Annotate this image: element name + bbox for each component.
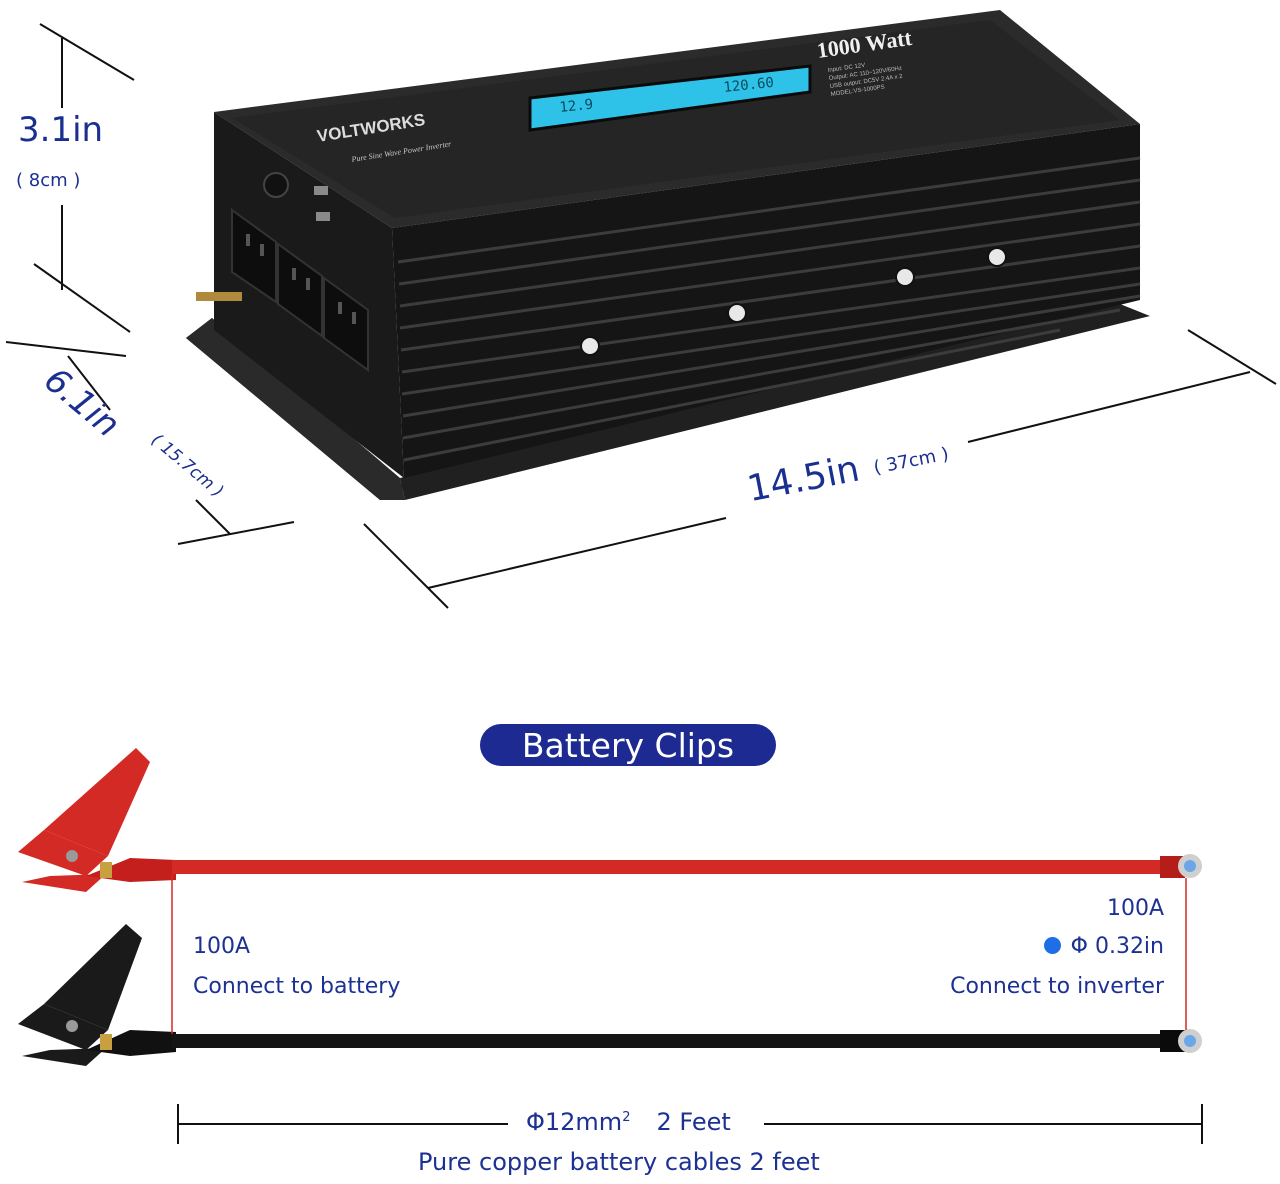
spec-line-1: Input: DC 12V — [827, 63, 865, 74]
power-switch-icon — [263, 172, 289, 198]
screw-icon — [580, 247, 1007, 356]
right-rating: 100A — [1106, 896, 1164, 921]
red-clip-icon — [18, 748, 176, 892]
right-diameter-row: Φ 0.32in — [1043, 934, 1164, 959]
inverter-front — [392, 124, 1140, 478]
terminal-dot-icon — [1043, 937, 1061, 954]
usb-port-icon — [316, 212, 330, 221]
lcd-value-voltage: 12.9 — [559, 97, 594, 116]
gauge-length: 2 Feet — [656, 1108, 731, 1136]
left-rating: 100A — [193, 934, 251, 959]
cable-description: Pure copper battery cables 2 feet — [418, 1148, 820, 1176]
terminal-bolt-icon — [196, 292, 242, 301]
right-diameter: Φ 0.32in — [1070, 934, 1164, 959]
left-connect-label: Connect to battery — [193, 974, 401, 999]
gauge-superscript: 2 — [622, 1110, 631, 1125]
usb-port-icon — [314, 186, 328, 195]
red-cable — [172, 860, 1182, 874]
height-value: 3.1in — [18, 110, 104, 150]
right-connect-label: Connect to inverter — [950, 974, 1164, 999]
section-title: Battery Clips — [521, 725, 735, 765]
section-title-badge: Battery Clips — [480, 724, 776, 766]
heatsink-fins — [397, 156, 1141, 462]
black-clip-icon — [18, 924, 176, 1066]
black-cable — [172, 1034, 1182, 1048]
height-metric: ( 8cm ) — [16, 170, 81, 191]
cable-gauge-label: Φ12mm2 2 Feet — [526, 1108, 731, 1136]
ac-outlet-icon — [231, 208, 369, 372]
gauge-prefix: Φ12mm — [526, 1108, 623, 1136]
lcd-display — [528, 64, 812, 132]
lcd-value-output: 120.60 — [723, 75, 775, 96]
